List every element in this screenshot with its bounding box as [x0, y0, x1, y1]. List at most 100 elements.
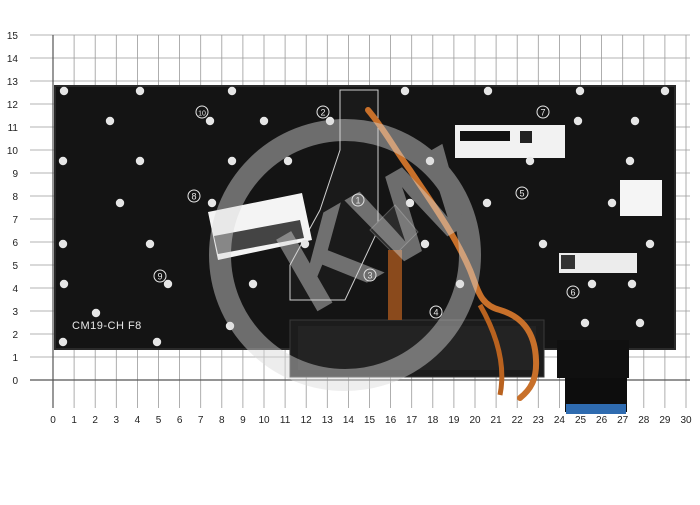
x-tick-label: 23 [533, 415, 545, 426]
screw-hole [405, 198, 415, 208]
screw-hole [152, 337, 162, 347]
callout-number: 9 [157, 272, 162, 282]
screw-hole [300, 239, 310, 249]
x-tick-label: 15 [364, 415, 376, 426]
x-tick-label: 8 [219, 415, 225, 426]
y-tick-label: 14 [7, 54, 19, 65]
model-label: CM19-CH F8 [72, 320, 142, 332]
screw-hole [587, 279, 597, 289]
y-tick-label: 9 [12, 169, 18, 180]
screw-hole [575, 86, 585, 96]
screw-hole [58, 337, 68, 347]
screw-hole [115, 198, 125, 208]
x-tick-label: 29 [659, 415, 671, 426]
x-tick-label: 12 [301, 415, 313, 426]
x-tick-label: 1 [71, 415, 77, 426]
callout-circle [363, 268, 377, 282]
x-tick-label: 6 [177, 415, 183, 426]
screw-hole [627, 279, 637, 289]
x-tick-label: 14 [343, 415, 355, 426]
y-tick-label: 1 [12, 353, 18, 364]
screw-hole [630, 116, 640, 126]
x-tick-label: 28 [638, 415, 650, 426]
callout-number: 10 [198, 111, 206, 118]
x-tick-label: 9 [240, 415, 246, 426]
x-tick-label: 26 [596, 415, 608, 426]
screw-hole [482, 198, 492, 208]
barcode-sticker [208, 193, 312, 260]
callout-circle [195, 105, 209, 119]
y-tick-label: 13 [7, 77, 19, 88]
corner-label [620, 180, 662, 216]
x-tick-label: 22 [512, 415, 524, 426]
y-tick-label: 7 [12, 215, 18, 226]
callout-circle [316, 105, 330, 119]
screw-hole [573, 116, 583, 126]
callout-circle [153, 269, 167, 283]
x-tick-label: 0 [50, 415, 56, 426]
callout-circle [515, 186, 529, 200]
y-tick-label: 4 [12, 284, 18, 295]
x-tick-label: 24 [554, 415, 566, 426]
x-tick-label: 4 [135, 415, 141, 426]
callout-circle [566, 285, 580, 299]
callout-number: 3 [367, 271, 372, 281]
callout-number: 7 [540, 108, 545, 118]
callout-circle [429, 305, 443, 319]
callout-number: 1 [355, 196, 360, 206]
screw-hole [227, 86, 237, 96]
callout-number: 4 [433, 308, 438, 318]
screw-hole [660, 86, 670, 96]
x-tick-label: 5 [156, 415, 162, 426]
callout-circle [351, 193, 365, 207]
screw-holes [58, 86, 670, 347]
screw-hole [538, 239, 548, 249]
screw-hole [625, 156, 635, 166]
screw-hole [283, 156, 293, 166]
screw-hole [400, 86, 410, 96]
x-tick-label: 11 [280, 415, 291, 426]
top-sticker [455, 125, 565, 158]
callout-circle [187, 189, 201, 203]
screw-hole [163, 279, 173, 289]
x-tick-label: 2 [92, 415, 98, 426]
x-tick-label: 30 [680, 415, 692, 426]
x-tick-label: 10 [258, 415, 270, 426]
screw-hole [205, 116, 215, 126]
screw-hole [455, 279, 465, 289]
screw-hole [635, 318, 645, 328]
screw-hole [145, 239, 155, 249]
screw-hole [259, 116, 269, 126]
screw-hole [58, 239, 68, 249]
screw-hole [105, 116, 115, 126]
screw-hole [525, 156, 535, 166]
callout-number: 8 [191, 192, 196, 202]
y-tick-label: 5 [12, 261, 18, 272]
x-tick-label: 13 [322, 415, 334, 426]
y-tick-label: 8 [12, 192, 18, 203]
screw-hole [607, 198, 617, 208]
x-tick-label: 3 [114, 415, 120, 426]
screw-hole [225, 321, 235, 331]
screw-hole [483, 86, 493, 96]
screw-hole [420, 239, 430, 249]
screw-hole [325, 116, 335, 126]
screw-hole [580, 318, 590, 328]
screw-hole [207, 198, 217, 208]
callout-number: 2 [320, 108, 325, 118]
screw-hole [227, 156, 237, 166]
y-tick-label: 6 [12, 238, 18, 249]
x-tick-label: 17 [406, 415, 418, 426]
screw-hole [645, 239, 655, 249]
y-tick-label: 2 [12, 330, 18, 341]
x-tick-label: 27 [617, 415, 629, 426]
y-tick-label: 15 [7, 31, 19, 42]
screw-hole [135, 156, 145, 166]
x-tick-label: 18 [427, 415, 439, 426]
x-tick-label: 20 [469, 415, 481, 426]
y-tick-label: 11 [8, 123, 19, 134]
callout-circle [536, 105, 550, 119]
screw-hole [248, 279, 258, 289]
